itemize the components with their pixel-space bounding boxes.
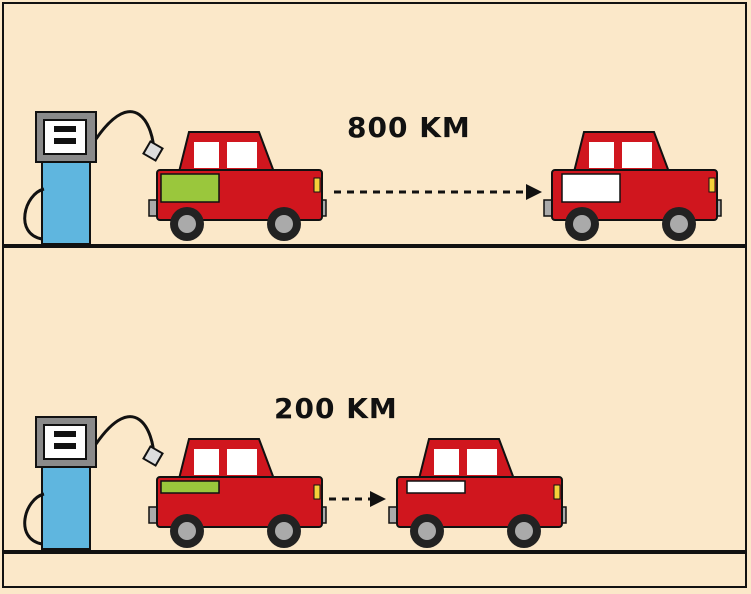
car-icon bbox=[544, 132, 721, 241]
fuel-pump-icon bbox=[25, 417, 163, 549]
road-line-top bbox=[4, 244, 745, 248]
fuel-level-empty bbox=[407, 481, 465, 493]
car-icon bbox=[389, 439, 566, 548]
fuel-level-empty bbox=[562, 174, 620, 202]
fuel-level-low bbox=[161, 481, 219, 493]
fuel-distance-illustration: 800 KM bbox=[2, 2, 747, 588]
car-icon bbox=[149, 132, 326, 241]
distance-label-bottom: 200 KM bbox=[274, 392, 398, 425]
fuel-pump-icon bbox=[25, 112, 163, 244]
panel-full-tank: 800 KM bbox=[4, 4, 745, 254]
car-icon bbox=[149, 439, 326, 548]
distance-label-top: 800 KM bbox=[347, 111, 471, 144]
fuel-level-full bbox=[161, 174, 219, 202]
panel-low-tank: 200 KM bbox=[4, 254, 745, 586]
arrow-right-icon bbox=[334, 184, 542, 200]
arrow-right-icon bbox=[329, 491, 386, 507]
road-line-bottom bbox=[4, 550, 745, 554]
